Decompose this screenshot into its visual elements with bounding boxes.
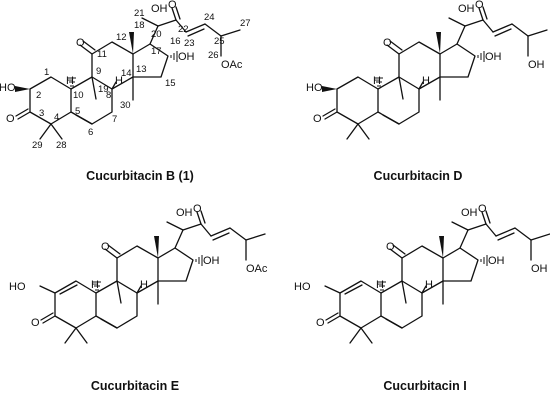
hydroxy-label: OH — [203, 255, 220, 267]
hydroxy-label: OH — [151, 3, 168, 15]
hydroxy-label: OH — [176, 207, 193, 219]
svg-text:26: 26 — [208, 50, 219, 61]
hydroxy-label: OH — [178, 51, 195, 63]
svg-text:24: 24 — [204, 12, 215, 23]
svg-text:30: 30 — [120, 100, 131, 111]
atom-numbering: 1 2 3 4 5 6 7 8 9 10 11 12 13 14 15 16 1… — [32, 8, 251, 151]
compound-caption: Cucurbitacin B (1) — [86, 169, 194, 183]
svg-text:12: 12 — [116, 32, 127, 43]
svg-text:27: 27 — [240, 18, 251, 29]
hydrogen-label: H — [140, 279, 148, 291]
ketone-oxygen-label: O — [316, 317, 325, 329]
svg-text:23: 23 — [184, 38, 195, 49]
ketone-oxygen-label: O — [101, 241, 110, 253]
svg-text:8: 8 — [106, 90, 111, 101]
svg-text:22: 22 — [178, 24, 189, 35]
acetoxy-label: OAc — [221, 59, 243, 71]
svg-text:17: 17 — [151, 46, 162, 57]
ketone-oxygen-label: O — [383, 37, 392, 49]
structure-cucurbitacin-b: HO O O O OH OH OAc H H 1 2 3 4 5 6 7 8 9… — [0, 0, 251, 151]
svg-text:2: 2 — [36, 90, 41, 101]
svg-text:19: 19 — [98, 84, 109, 95]
svg-text:10: 10 — [73, 90, 84, 101]
hydrogen-label: H — [115, 75, 123, 87]
hydroxy-label: OH — [458, 3, 475, 15]
hydroxy-label: OH — [531, 263, 548, 275]
svg-text:1: 1 — [44, 67, 49, 78]
svg-text:3: 3 — [39, 108, 44, 119]
svg-text:4: 4 — [54, 112, 59, 123]
ketone-oxygen-label: O — [193, 203, 202, 215]
hydrogen-label: H — [66, 75, 74, 87]
compound-caption: Cucurbitacin I — [383, 379, 466, 393]
ketone-oxygen-label: O — [76, 37, 85, 49]
ketone-oxygen-label: O — [31, 317, 40, 329]
svg-text:20: 20 — [151, 29, 162, 40]
hydrogen-label: H — [373, 75, 381, 87]
hydroxy-label: HO — [294, 281, 311, 293]
svg-text:11: 11 — [97, 49, 107, 60]
ketone-oxygen-label: O — [386, 241, 395, 253]
svg-text:6: 6 — [88, 127, 93, 138]
svg-text:29: 29 — [32, 140, 43, 151]
compound-caption: Cucurbitacin E — [91, 379, 179, 393]
svg-text:5: 5 — [75, 106, 80, 117]
hydrogen-label: H — [422, 75, 430, 87]
svg-text:14: 14 — [121, 68, 132, 79]
svg-text:25: 25 — [214, 36, 225, 47]
svg-text:13: 13 — [136, 64, 147, 75]
hydroxy-label: HO — [9, 281, 26, 293]
hydroxy-label: HO — [0, 82, 16, 94]
compound-caption: Cucurbitacin D — [374, 169, 463, 183]
ketone-oxygen-label: O — [475, 0, 484, 11]
acetoxy-label: OAc — [246, 263, 268, 275]
ketone-oxygen-label: O — [313, 113, 322, 125]
hydrogen-label: H — [376, 279, 384, 291]
hydrogen-label: H — [91, 279, 99, 291]
svg-text:9: 9 — [96, 66, 101, 77]
hydroxy-label: OH — [488, 255, 505, 267]
svg-text:15: 15 — [165, 78, 176, 89]
ketone-oxygen-label: O — [168, 0, 177, 11]
svg-text:21: 21 — [134, 8, 145, 19]
structure-cucurbitacin-e: HO O O O OH OH OAc H H — [9, 203, 268, 344]
hydroxy-label: HO — [306, 82, 323, 94]
structure-cucurbitacin-d: HO O O O OH OH OH H H — [305, 0, 548, 140]
svg-text:18: 18 — [134, 20, 145, 31]
hydroxy-label: OH — [528, 59, 545, 71]
hydroxy-label: OH — [485, 51, 502, 63]
ketone-oxygen-label: O — [478, 203, 487, 215]
structure-cucurbitacin-i: HO O O O OH OH OH H H — [294, 203, 550, 344]
svg-text:16: 16 — [170, 36, 181, 47]
hydroxy-label: OH — [461, 207, 478, 219]
svg-text:28: 28 — [56, 140, 67, 151]
svg-text:7: 7 — [112, 114, 117, 125]
hydrogen-label: H — [425, 279, 433, 291]
ketone-oxygen-label: O — [6, 113, 15, 125]
